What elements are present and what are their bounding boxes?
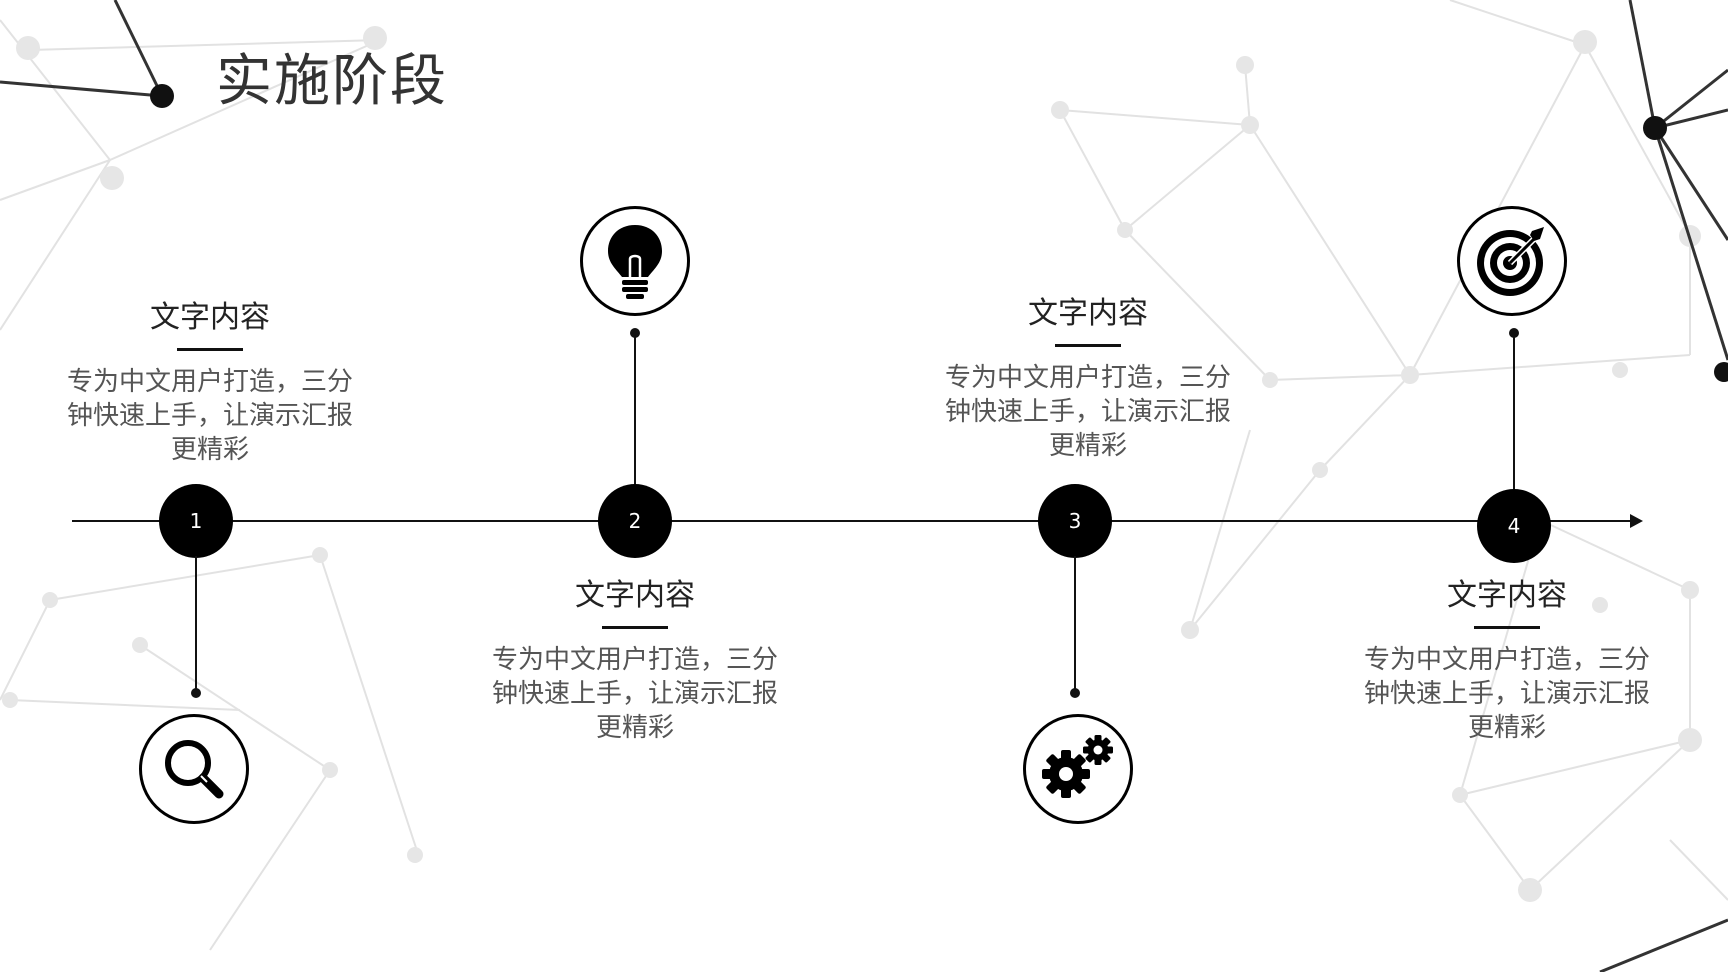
milestone-3-heading: 文字内容 <box>1028 296 1148 331</box>
target-icon <box>1477 227 1544 296</box>
gears-icon <box>1042 735 1113 798</box>
milestone-4-heading: 文字内容 <box>1447 578 1567 613</box>
milestone-2-heading-underline <box>602 626 668 629</box>
milestone-1-node: 1 <box>159 484 233 558</box>
milestone-1-description: 专为中文用户打造，三分钟快速上手，让演示汇报更精彩 <box>66 367 353 465</box>
milestone-3-text: 文字内容 专为中文用户打造，三分钟快速上手，让演示汇报更精彩 <box>938 294 1238 463</box>
milestone-1-heading: 文字内容 <box>150 300 270 335</box>
milestone-4-number: 4 <box>1507 514 1521 538</box>
milestone-3-heading-underline <box>1055 344 1121 347</box>
milestone-1-connector <box>195 556 197 691</box>
milestone-4-icon-circle <box>1457 206 1567 316</box>
milestone-2-heading: 文字内容 <box>575 578 695 613</box>
milestone-4-description: 专为中文用户打造，三分钟快速上手，让演示汇报更精彩 <box>1363 645 1650 743</box>
milestone-4-connector <box>1513 333 1515 491</box>
timeline-arrowhead <box>1630 514 1643 528</box>
milestone-2-text: 文字内容 专为中文用户打造，三分钟快速上手，让演示汇报更精彩 <box>485 576 785 745</box>
milestone-1-number: 1 <box>189 509 203 533</box>
milestone-1-icon-circle <box>139 714 249 824</box>
milestone-3-connector-dot <box>1070 688 1080 698</box>
milestone-2-description: 专为中文用户打造，三分钟快速上手，让演示汇报更精彩 <box>491 645 778 743</box>
milestone-2-connector <box>634 333 636 485</box>
milestone-3-icon-circle <box>1023 714 1133 824</box>
magnifier-icon <box>165 740 224 799</box>
milestone-1-text: 文字内容 专为中文用户打造，三分钟快速上手，让演示汇报更精彩 <box>60 298 360 467</box>
milestone-3-node: 3 <box>1038 484 1112 558</box>
milestone-4-node: 4 <box>1477 489 1551 563</box>
milestone-1-heading-underline <box>177 348 243 351</box>
page-title: 实施阶段 <box>216 49 448 114</box>
milestone-2-node: 2 <box>598 484 672 558</box>
milestone-3-number: 3 <box>1068 509 1082 533</box>
milestone-3-description: 专为中文用户打造，三分钟快速上手，让演示汇报更精彩 <box>944 363 1231 461</box>
milestone-1-connector-dot <box>191 688 201 698</box>
milestone-4-heading-underline <box>1474 626 1540 629</box>
milestone-2-number: 2 <box>628 509 642 533</box>
lightbulb-icon <box>608 225 662 299</box>
milestone-4-text: 文字内容 专为中文用户打造，三分钟快速上手，让演示汇报更精彩 <box>1357 576 1657 745</box>
milestone-3-connector <box>1074 556 1076 691</box>
milestone-2-icon-circle <box>580 206 690 316</box>
